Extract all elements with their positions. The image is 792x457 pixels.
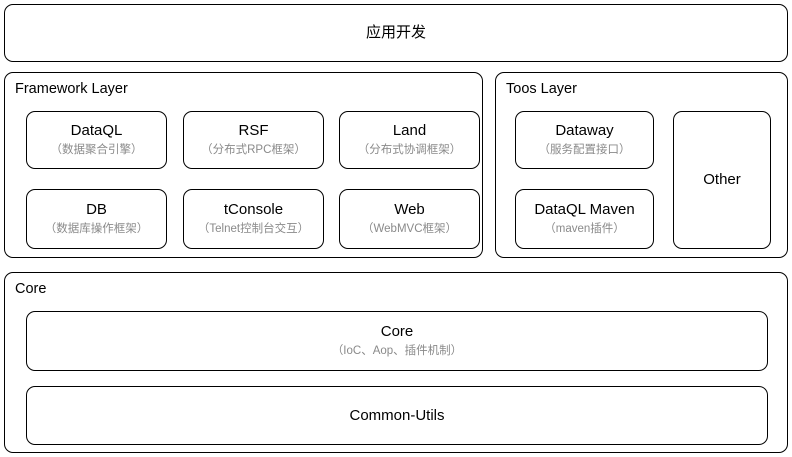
card-title: DB xyxy=(86,201,107,218)
card-title: DataQL Maven xyxy=(534,201,635,218)
card-subtitle: （服务配置接口） xyxy=(538,144,631,156)
tools-layer-panel: Toos Layer Dataway （服务配置接口） DataQL Maven… xyxy=(495,72,788,258)
card-subtitle: （分布式协调框架） xyxy=(357,144,462,156)
framework-card-web: Web （WebMVC框架） xyxy=(339,189,480,249)
card-title: Dataway xyxy=(555,122,614,139)
card-subtitle: （分布式RPC框架） xyxy=(201,144,306,156)
card-title: Other xyxy=(703,171,741,188)
framework-card-db: DB （数据库操作框架） xyxy=(26,189,167,249)
tools-card-dataql-maven: DataQL Maven （maven插件） xyxy=(515,189,654,249)
card-title: Land xyxy=(392,122,427,139)
card-title: RSF xyxy=(238,122,269,139)
tools-card-other: Other xyxy=(673,111,771,249)
core-layer-label: Core xyxy=(15,281,47,297)
card-subtitle: （Telnet控制台交互） xyxy=(197,223,310,235)
card-title: DataQL xyxy=(70,122,123,139)
card-subtitle: （数据聚合引擎） xyxy=(50,144,143,156)
card-subtitle: （maven插件） xyxy=(544,223,625,235)
tools-layer-label: Toos Layer xyxy=(506,81,577,97)
application-development-box: 应用开发 xyxy=(4,4,788,62)
application-development-label: 应用开发 xyxy=(365,24,426,41)
framework-card-tconsole: tConsole （Telnet控制台交互） xyxy=(183,189,324,249)
card-subtitle: （IoC、Aop、插件机制） xyxy=(331,345,463,357)
framework-layer-label: Framework Layer xyxy=(15,81,128,97)
core-card-core: Core （IoC、Aop、插件机制） xyxy=(26,311,768,371)
card-title: tConsole xyxy=(223,201,284,218)
core-card-common-utils: Common-Utils xyxy=(26,386,768,445)
tools-card-dataway: Dataway （服务配置接口） xyxy=(515,111,654,169)
card-title: Common-Utils xyxy=(349,406,445,424)
card-subtitle: （数据库操作框架） xyxy=(44,223,149,235)
framework-card-land: Land （分布式协调框架） xyxy=(339,111,480,169)
framework-layer-panel: Framework Layer DataQL （数据聚合引擎） RSF （分布式… xyxy=(4,72,483,258)
framework-card-dataql: DataQL （数据聚合引擎） xyxy=(26,111,167,169)
card-title: Core xyxy=(380,323,414,340)
card-subtitle: （WebMVC框架） xyxy=(362,223,457,235)
card-title: Web xyxy=(394,201,425,218)
framework-card-rsf: RSF （分布式RPC框架） xyxy=(183,111,324,169)
core-layer-panel: Core Core （IoC、Aop、插件机制） Common-Utils xyxy=(4,272,788,453)
